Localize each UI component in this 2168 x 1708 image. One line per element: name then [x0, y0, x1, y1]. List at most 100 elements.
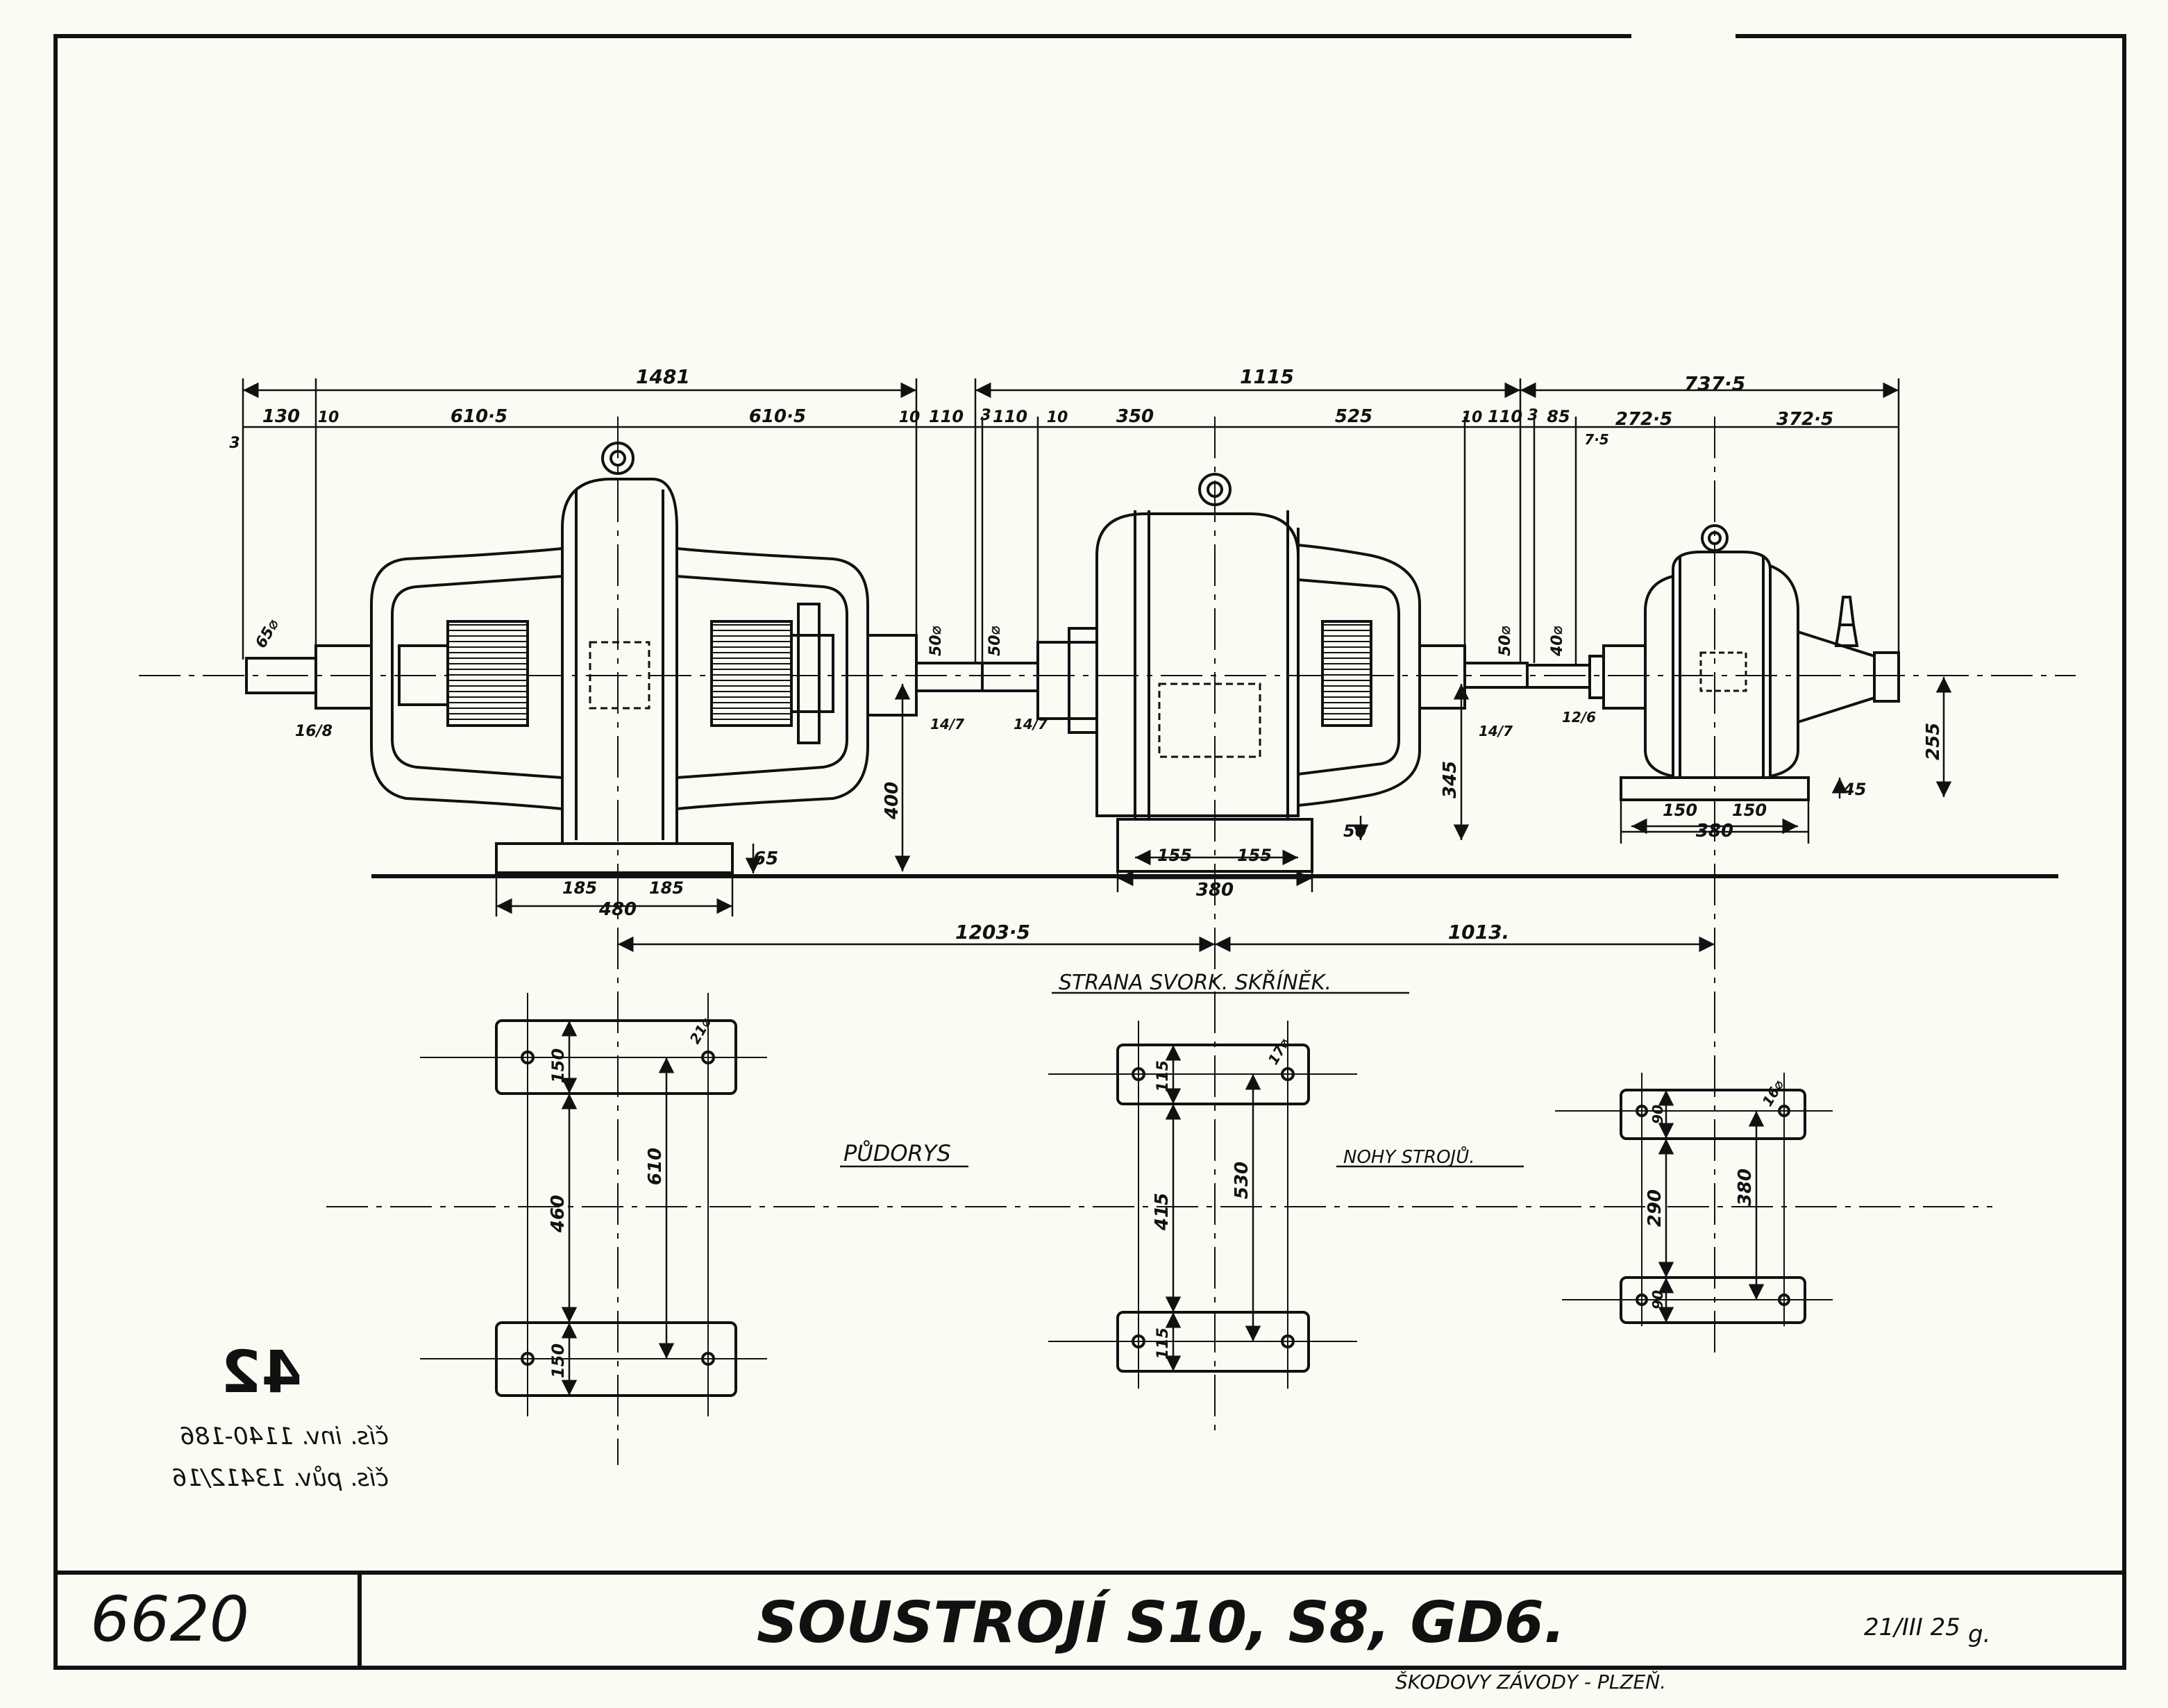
- plan-view: [326, 993, 1992, 1416]
- dim-spacing-2: 1013.: [1448, 921, 1510, 944]
- machine-2-shaft-left: [981, 662, 1039, 692]
- machine-2-frame: [1095, 512, 1300, 817]
- dim-foot-1-hole: 21⌀: [687, 1014, 715, 1047]
- foot-3-top: [1620, 1089, 1806, 1140]
- dim-foot-3-inner: 290: [1645, 1189, 1665, 1227]
- drawing-initial: g.: [1968, 1621, 1990, 1648]
- dim-base-3: 45: [1842, 780, 1866, 799]
- dim-3c: 3: [1527, 407, 1538, 424]
- dim-foot-3-hole: 16⌀: [1759, 1077, 1788, 1110]
- elevation-dimension-lines: [495, 677, 1952, 953]
- label-machine-feet: NOHY STROJŮ.: [1343, 1146, 1475, 1168]
- dim-width-3: 380: [1696, 821, 1733, 842]
- label-terminal-box-side: STRANA SVORK. SKŘÍNĚK.: [1059, 970, 1331, 995]
- elevation-view: [139, 417, 2076, 1465]
- dim-372-5: 372·5: [1776, 409, 1833, 430]
- dim-shaft-3: 50⌀: [986, 626, 1004, 656]
- dim-key-2: 14/7: [930, 716, 964, 732]
- dim-110c: 110: [1488, 407, 1522, 426]
- machine-1-base: [495, 842, 734, 874]
- plan-dimension-lines: [561, 991, 1765, 1396]
- dim-7-5: 7·5: [1584, 431, 1608, 448]
- dim-height-1: 400: [882, 782, 902, 820]
- dim-base-2: 50: [1343, 821, 1366, 841]
- dim-610b: 610·5: [749, 406, 806, 427]
- dim-half-1a: 185: [562, 878, 597, 898]
- dim-shaft-1: 65⌀: [253, 617, 283, 651]
- dim-key-1: 16/8: [295, 723, 333, 740]
- archive-inventory-line-2: čís. pův. 13412/16: [172, 1464, 389, 1492]
- machine-2-bearing-left: [1036, 641, 1098, 720]
- drawing-number: 6620: [90, 1583, 249, 1656]
- machine-s8: [981, 473, 1529, 873]
- dim-10a: 10: [318, 409, 339, 426]
- machine-1-bearing-left: [314, 644, 373, 710]
- archive-sheet-number: 42: [221, 1338, 302, 1406]
- dim-shaft-2: 50⌀: [927, 626, 945, 656]
- dim-key-3: 14/7: [1014, 716, 1048, 732]
- machine-2-bearing-right: [1418, 644, 1466, 710]
- dim-110a: 110: [929, 407, 964, 426]
- dim-key-5: 12/6: [1562, 709, 1596, 726]
- dim-overall-1: 1481: [636, 365, 690, 388]
- dim-foot-3-depth-a: 90: [1649, 1105, 1666, 1124]
- dim-half-2a: 155: [1157, 846, 1192, 865]
- dim-525: 525: [1335, 406, 1372, 427]
- dim-3b: 3: [980, 407, 991, 424]
- dim-foot-3-centers: 380: [1735, 1169, 1756, 1206]
- dim-half-3b: 150: [1732, 801, 1767, 820]
- dim-overall-2: 1115: [1240, 365, 1294, 388]
- dim-shaft-5: 40⌀: [1549, 626, 1566, 657]
- dim-foot-2-depth-a: 115: [1154, 1060, 1172, 1092]
- machine-2-winding: [1321, 620, 1372, 727]
- dim-spacing-1: 1203·5: [955, 921, 1030, 944]
- label-plan-view: PŮDORYS: [843, 1140, 951, 1166]
- dim-base-1: 65: [753, 848, 778, 869]
- dim-foot-1-inner: 460: [548, 1195, 569, 1233]
- dim-foot-2-centers: 530: [1232, 1162, 1252, 1199]
- dim-foot-2-inner: 415: [1152, 1193, 1173, 1231]
- dim-610a: 610·5: [451, 406, 507, 427]
- drawing-title: SOUSTROJÍ S10, S8, GD6.: [757, 1589, 1565, 1656]
- dim-10b: 10: [899, 409, 921, 426]
- machine-s10: [245, 442, 984, 874]
- machine-3-frame: [1672, 551, 1772, 779]
- dim-height-2: 345: [1440, 761, 1461, 798]
- dim-foot-2-hole: 17⌀: [1265, 1035, 1293, 1068]
- dim-272-5: 272·5: [1615, 409, 1672, 430]
- dim-10d: 10: [1461, 409, 1483, 426]
- drawing-date: 21/III 25: [1864, 1614, 1960, 1641]
- machine-3-right-shield: [1770, 564, 1799, 778]
- scan-gap: [1631, 28, 1736, 49]
- machine-3-bearing-left: [1602, 644, 1647, 710]
- top-dimension-lines: [242, 378, 1900, 665]
- dim-foot-1-centers: 610: [645, 1148, 666, 1185]
- dim-width-1: 480: [598, 899, 637, 920]
- dim-85: 85: [1547, 407, 1570, 426]
- machine-1-shaft-left: [245, 657, 317, 694]
- dim-half-1b: 185: [649, 878, 684, 898]
- top-dimension-texts: 1481 1115 737·5 3 130 10 610·5 610·5 10 …: [229, 365, 1833, 452]
- dim-130: 130: [262, 406, 300, 427]
- dim-10c: 10: [1047, 409, 1068, 426]
- sheet-border: [53, 34, 2126, 1670]
- company-name: ŠKODOVY ZÁVODY - PLZEŇ.: [1395, 1670, 1666, 1693]
- elevation-dimension-texts: 65⌀ 16/8 50⌀ 14/7 50⌀ 14/7 50⌀ 14/7 40⌀ …: [253, 617, 1944, 944]
- machine-3-handle: [1834, 596, 1859, 647]
- dim-foot-2-depth-b: 115: [1154, 1328, 1172, 1359]
- machine-1-shaft-right: [915, 662, 984, 692]
- dim-3a: 3: [229, 435, 240, 452]
- archive-marks: 42 čís. inv. 1140-186 čís. pův. 13412/16: [172, 1338, 389, 1492]
- machine-1-right-winding: [710, 620, 793, 727]
- dim-shaft-4: 50⌀: [1497, 626, 1514, 656]
- machine-1-frame: [561, 478, 678, 845]
- machine-gd6: [1526, 524, 1900, 801]
- dim-foot-3-depth-b: 90: [1649, 1290, 1666, 1309]
- machine-3-bearing-right: [1873, 651, 1900, 703]
- dim-width-2: 380: [1196, 880, 1234, 901]
- machine-1-left-winding: [446, 620, 529, 727]
- dim-key-4: 14/7: [1479, 723, 1513, 739]
- dim-foot-1-depth-b: 150: [548, 1343, 568, 1378]
- dim-height-3: 255: [1923, 723, 1944, 760]
